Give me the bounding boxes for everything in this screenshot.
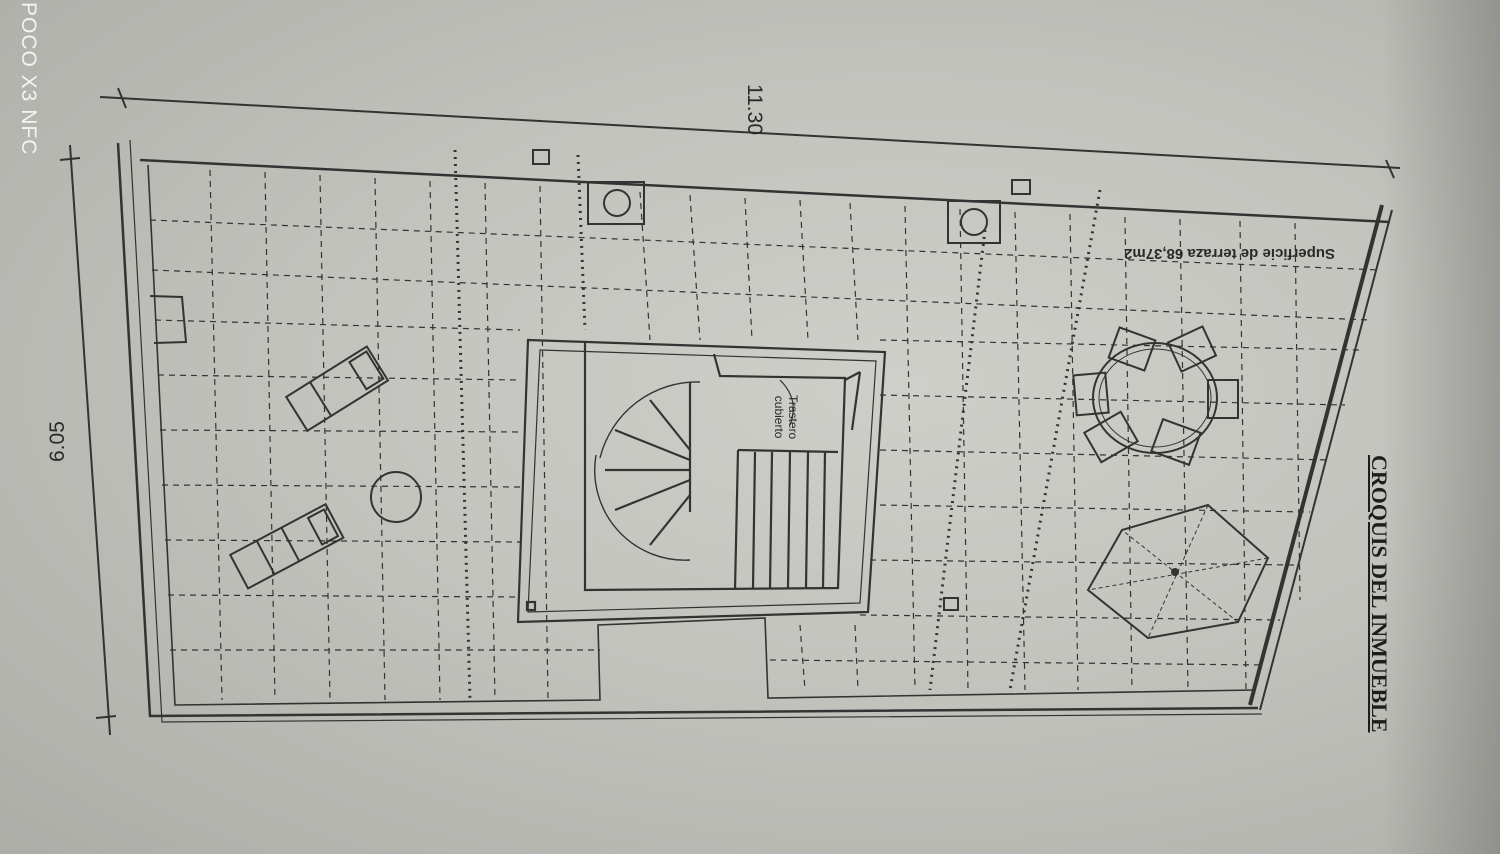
- page-shadow: [1380, 0, 1500, 854]
- side-table: [370, 471, 422, 523]
- roof-vent-2: [947, 179, 1031, 244]
- wall-notch: [149, 295, 188, 344]
- dining-table: [1072, 325, 1239, 467]
- terrace-grid: [149, 169, 1381, 701]
- outer-wall: [116, 139, 1393, 723]
- width-dimension-label: 11.30: [743, 84, 766, 135]
- sun-lounger-2: [228, 502, 345, 590]
- sun-lounger-1: [284, 345, 390, 433]
- camera-watermark: POCO X3 NFC: [17, 2, 40, 156]
- page-title: CROQUIS DEL INMUEBLE: [1367, 455, 1392, 733]
- depth-dimension-label: 6.05: [46, 421, 69, 462]
- dimension-line-depth: [59, 144, 117, 736]
- surface-area-label: Superficie de terraza 68,37m2: [1124, 245, 1335, 262]
- parasol: [1086, 503, 1270, 640]
- terrace-outline: [147, 164, 1256, 706]
- dotted-bands: [453, 149, 1102, 701]
- roof-vent-1: [532, 149, 645, 225]
- stair-block: [516, 338, 887, 624]
- drain-marker: [943, 597, 959, 611]
- storage-room-label: Trastero cubierto: [772, 395, 800, 440]
- dimension-line-width: [99, 87, 1401, 179]
